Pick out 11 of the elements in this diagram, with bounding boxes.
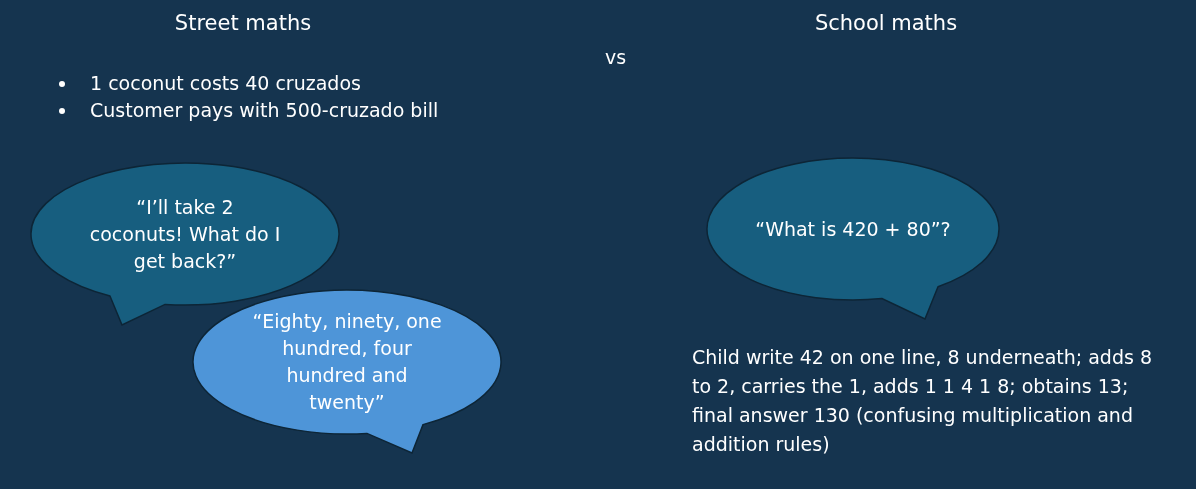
bullet-text: 1 coconut costs 40 cruzados: [90, 71, 361, 96]
column-heading: Street maths: [174, 10, 312, 36]
versus-text: vs: [605, 45, 627, 69]
speech-text: “What is 420 + 80”?: [755, 216, 951, 242]
speech-bubble: [192, 289, 504, 455]
speech-bubble: [706, 157, 1002, 322]
column-heading: School maths: [814, 10, 958, 36]
bullet-text: Customer pays with 500-cruzado bill: [90, 98, 439, 123]
description-text: Child write 42 on one line, 8 underneath; adds 8 to 2, carries the 1, adds 1 1 4 1 8; obtains 13; final answer 130 (confusing multiplication and addition rules): [692, 345, 1153, 457]
speech-text: “I’ll take 2 coconuts! What do I get back?”: [88, 194, 282, 274]
speech-text: “Eighty, ninety, one hundred, four hundred and twenty”: [251, 309, 443, 415]
